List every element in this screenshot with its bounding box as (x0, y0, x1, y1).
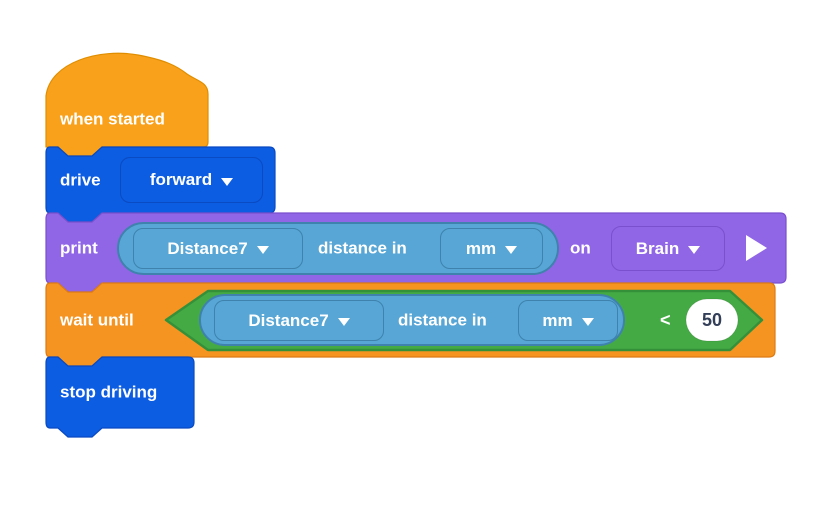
print-unit-dropdown[interactable]: mm (440, 228, 543, 269)
chevron-down-icon (337, 318, 350, 326)
chevron-down-icon (688, 246, 701, 254)
chevron-down-icon (505, 246, 518, 254)
print-device-dropdown[interactable]: Brain (611, 226, 725, 271)
drive-label: drive (60, 170, 101, 190)
wait-unit-value: mm (542, 310, 573, 330)
number-input[interactable] (685, 298, 739, 342)
when-started-label: when started (60, 109, 165, 129)
stop-driving-label: stop driving (60, 382, 158, 402)
print-distance-in-label: distance in (318, 238, 407, 258)
wait-unit-dropdown[interactable]: mm (518, 300, 618, 341)
print-on-label: on (570, 238, 591, 258)
wait-sensor-device-value: Distance7 (248, 310, 329, 330)
wait-sensor-device-dropdown[interactable]: Distance7 (214, 300, 384, 341)
drive-direction-value: forward (149, 170, 213, 189)
number-input-value[interactable]: 50 (701, 310, 723, 330)
drive-direction-dropdown[interactable]: forward (120, 157, 263, 203)
chevron-down-icon (221, 177, 234, 186)
print-sensor-device-value: Distance7 (167, 238, 248, 258)
less-than-operator-label: < (660, 310, 671, 330)
wait-distance-in-label: distance in (398, 310, 487, 330)
wait-until-label: wait until (60, 310, 134, 330)
stop-driving-block[interactable] (45, 356, 195, 438)
print-device-value: Brain (635, 238, 680, 258)
chevron-down-icon (256, 246, 269, 254)
when-started-block[interactable] (45, 52, 209, 157)
print-unit-value: mm (465, 238, 497, 258)
chevron-down-icon (581, 318, 594, 326)
print-label: print (60, 238, 98, 258)
print-sensor-device-dropdown[interactable]: Distance7 (133, 228, 303, 269)
expand-arrow-icon[interactable] (746, 235, 767, 261)
